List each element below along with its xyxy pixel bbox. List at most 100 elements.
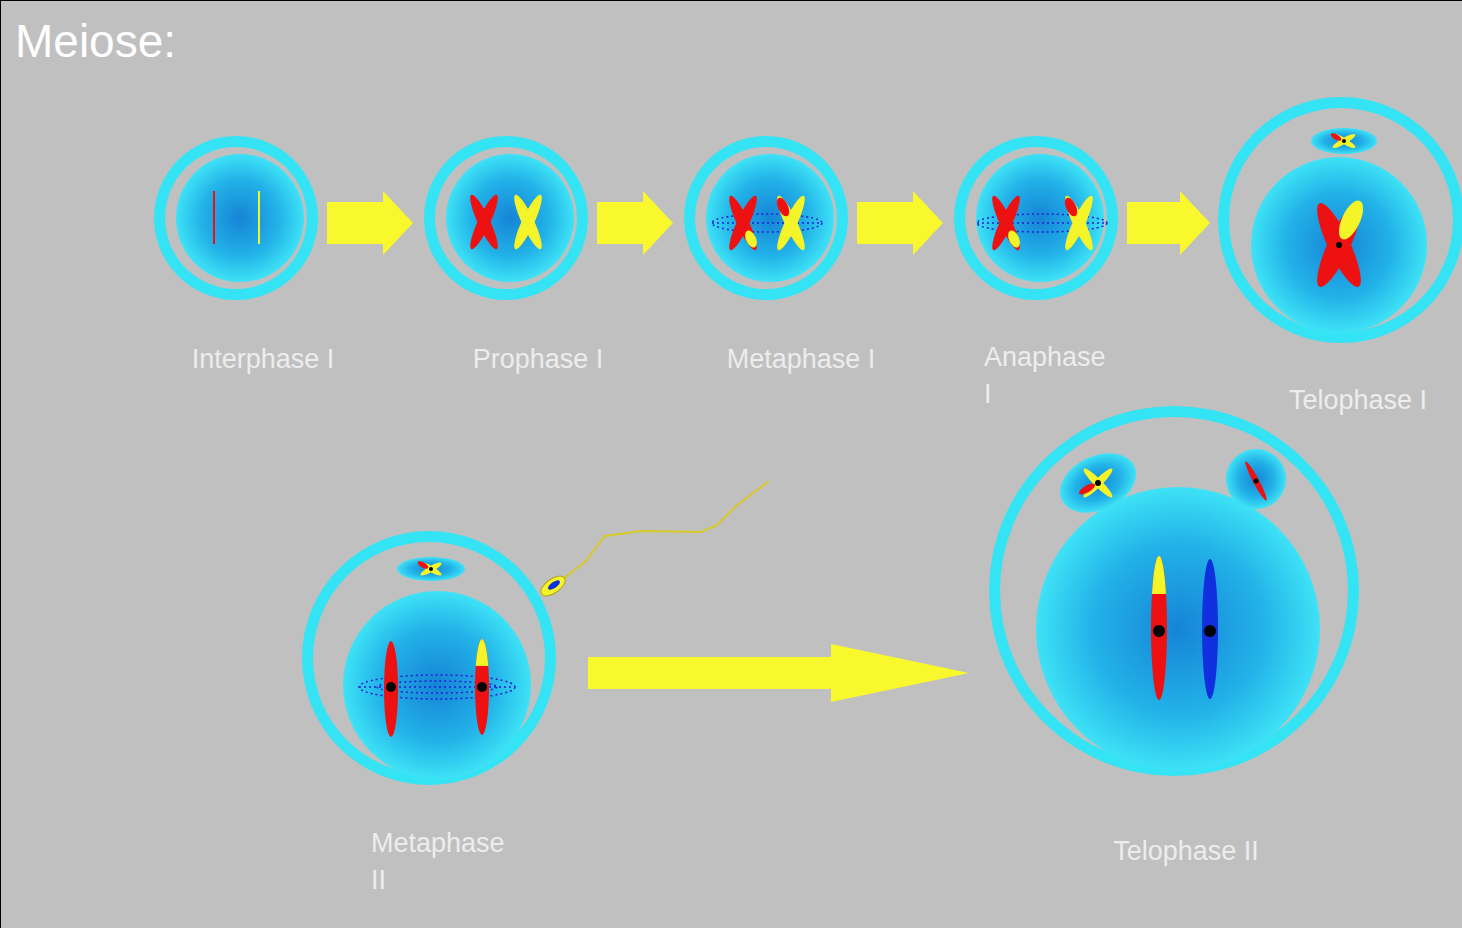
chromatin-yellow — [258, 191, 260, 244]
crossover-segment — [1147, 554, 1171, 594]
zona-gap — [965, 147, 1107, 289]
cell-outline — [954, 136, 1118, 300]
chromatid — [988, 193, 1024, 252]
block-arrow — [1127, 191, 1210, 255]
centromere — [1336, 242, 1342, 248]
cell: Interphase I — [154, 136, 318, 300]
cytoplasm — [1251, 157, 1427, 333]
crossover-segment — [471, 637, 493, 666]
chromatid — [725, 193, 761, 252]
chromosome-red — [988, 193, 1024, 252]
chromosome-yellow — [773, 193, 809, 252]
sperm-nucleus — [547, 579, 562, 592]
crossover-segment — [417, 560, 430, 570]
spindle — [977, 214, 1107, 232]
spindle — [377, 681, 497, 693]
chromosome-red — [384, 641, 398, 737]
crossover-segment — [1330, 132, 1343, 142]
crossover-segment — [1006, 229, 1023, 250]
sperm-tail — [563, 481, 769, 579]
chromatin-red — [213, 191, 215, 244]
chromatid — [510, 192, 546, 251]
chromatid — [466, 192, 502, 251]
stage-label: Metaphase I — [701, 341, 901, 378]
chromosome-red — [1243, 460, 1269, 502]
cell-membrane — [154, 136, 318, 300]
chromosome-red — [725, 193, 761, 252]
cell-membrane — [424, 136, 588, 300]
chromatid — [1310, 199, 1369, 292]
cell-outline — [1218, 97, 1462, 343]
chromatid — [1061, 193, 1097, 252]
cell: Telophase I — [1218, 97, 1462, 343]
stage-label: Telophase II — [1086, 833, 1286, 870]
chromatid — [510, 192, 546, 251]
crossover-segment — [1334, 197, 1368, 243]
cell-membrane — [954, 136, 1118, 300]
cell-membrane — [302, 531, 556, 785]
centromere — [1342, 139, 1346, 143]
polar-body — [1215, 438, 1297, 520]
cell-membrane — [989, 406, 1359, 776]
chromosome-yellow — [510, 192, 546, 251]
diagram-title: Meiose: — [15, 15, 176, 67]
centromere — [1254, 479, 1259, 484]
cell: Telophase II — [989, 406, 1359, 776]
crossover-segment — [1077, 481, 1096, 496]
chromosome-red — [475, 639, 489, 735]
cell-outline — [154, 136, 318, 300]
chromatid — [773, 193, 809, 252]
chromatid — [466, 192, 502, 251]
spindle — [712, 214, 822, 232]
chromosome-blue — [1202, 559, 1218, 699]
sperm-head — [538, 572, 569, 600]
cytoplasm — [446, 154, 574, 282]
chromatid — [419, 560, 443, 577]
cell: Anaphase I — [954, 136, 1118, 300]
centromere — [1153, 625, 1165, 637]
cytoplasm — [343, 591, 531, 779]
stage-label: Metaphase II — [371, 825, 521, 899]
spindle — [359, 675, 515, 699]
zona-gap — [1229, 108, 1453, 332]
centromere — [429, 567, 433, 571]
centromere — [1095, 480, 1101, 486]
centromere — [386, 682, 396, 692]
cytoplasm — [706, 154, 834, 282]
cell: Metaphase II — [302, 531, 556, 785]
cell-outline — [989, 406, 1359, 776]
zona-gap — [695, 147, 837, 289]
chromosome-red — [466, 192, 502, 251]
chromatid — [1310, 199, 1369, 292]
cell: Prophase I — [424, 136, 588, 300]
cell-outline — [684, 136, 848, 300]
block-arrow — [597, 191, 673, 255]
chromosome-yellow — [1061, 193, 1097, 252]
polar-body — [397, 557, 465, 581]
stage-label: Anaphase I — [984, 339, 1119, 413]
chromatid — [725, 193, 761, 252]
spindle-fiber — [977, 222, 1107, 224]
spindle-fiber — [359, 686, 515, 688]
polar-body — [1311, 128, 1377, 154]
stage-label: Prophase I — [438, 341, 638, 378]
crossover-segment — [774, 196, 792, 218]
cell: Metaphase I — [684, 136, 848, 300]
chromatid — [1081, 466, 1115, 500]
cytoplasm — [976, 154, 1104, 282]
cell-outline — [424, 136, 588, 300]
stage-label: Interphase I — [163, 341, 363, 378]
cytoplasm — [1036, 487, 1320, 771]
chromatid — [1081, 466, 1115, 500]
polar-body — [1050, 442, 1145, 525]
chromatid — [419, 560, 443, 577]
centromere — [1204, 625, 1216, 637]
block-arrow — [857, 191, 943, 255]
chromatid — [1331, 132, 1357, 150]
cell-membrane — [1218, 97, 1462, 343]
chromatid — [1331, 132, 1357, 150]
cytoplasm — [176, 154, 304, 282]
crossover-segment — [1062, 196, 1080, 218]
chromatid — [1061, 193, 1097, 252]
zona-gap — [165, 147, 307, 289]
